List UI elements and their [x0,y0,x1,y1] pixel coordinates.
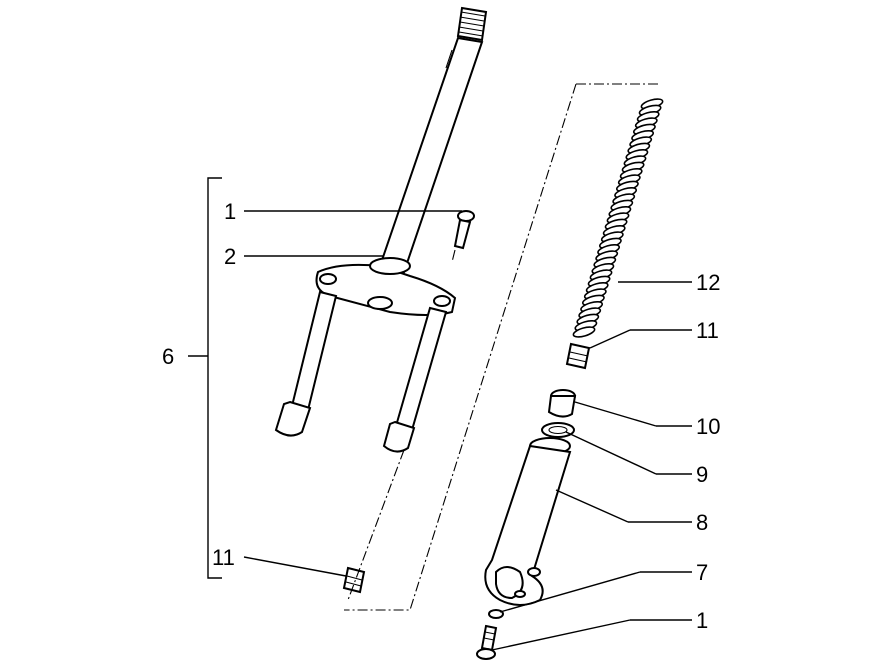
steering-tube [378,6,488,274]
fork-crown [315,257,457,316]
group-bracket [188,177,222,579]
screw-bottom [476,624,498,660]
spring-coil [572,326,596,338]
label-10: 10 [696,414,720,439]
cap-bushing [547,389,577,418]
label-11-left: 11 [212,545,235,570]
label-6: 6 [162,344,174,369]
fork-spring [572,98,664,338]
label-2: 2 [224,244,236,269]
label-12: 12 [696,270,720,295]
bushing-left [342,566,366,594]
label-1-bottom: 1 [696,608,708,633]
label-1-top: 1 [224,199,236,224]
screw-top [453,210,475,250]
circlip [541,422,575,438]
label-8: 8 [696,510,708,535]
label-11-right: 11 [696,318,719,343]
leader-lines [243,210,692,651]
axis-line-main [344,83,660,611]
washer [488,609,504,619]
fork-leg-left [274,290,338,437]
bushing-right [565,342,591,370]
label-9: 9 [696,462,708,487]
label-7: 7 [696,560,708,585]
slider-tube [484,437,572,606]
fork-leg-right [382,306,448,453]
